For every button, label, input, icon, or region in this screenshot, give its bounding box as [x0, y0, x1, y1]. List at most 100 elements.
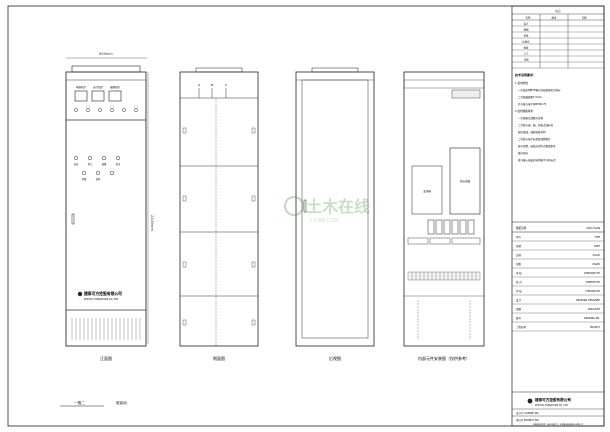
indicator-2: [86, 108, 90, 112]
bottom-caption: 一拖二 软启动: [60, 400, 127, 407]
front-button-7: [109, 170, 115, 176]
front-button-label-4: 复位: [116, 162, 121, 166]
rev-row-5: 批准: [524, 46, 529, 50]
inner-top-rail: [403, 79, 485, 89]
side-view: A B C 侧面图: [179, 67, 259, 361]
front-company-logo: [77, 291, 83, 297]
back-view-label: 后视图: [329, 355, 341, 361]
rev-col-3: 日期: [582, 16, 587, 20]
tb-row-1-en: TYPE: [594, 236, 600, 239]
rev-row-4: 标准化: [522, 40, 530, 44]
inner-softstarter-label: 软启动器: [460, 179, 471, 183]
indicator-1: [74, 108, 78, 112]
back-door-handle: [303, 199, 307, 213]
back-cabinet: [295, 71, 375, 347]
front-top-cap: [71, 65, 141, 73]
inner-relay: [451, 237, 481, 245]
front-vent-panel: [65, 309, 147, 347]
side-cabinet: [179, 71, 259, 347]
inner-contactor-1: [407, 237, 429, 245]
tb-row-7-en: CHECKED BY: [585, 290, 600, 293]
tb-footer-note: 本图纸版权所有，未经书面许可，不得擅自复制或转让给第三方: [533, 422, 584, 426]
tb-row-1-cn: 型号: [516, 235, 522, 239]
side-tag-c: C: [225, 83, 227, 87]
inner-transformer-label: 变压器: [423, 189, 431, 193]
tb-row-4-en: PAGES: [593, 263, 601, 266]
note-line-4: 信号线与端子排BVR0.75: [518, 102, 547, 106]
caption-right: 软启动: [116, 400, 127, 405]
indicator-6: [134, 108, 138, 112]
inner-cabinet: [403, 71, 485, 347]
watermark-text-en: COI88.COM: [310, 218, 339, 224]
note-line-6: 一次线路走线整齐美观: [518, 116, 544, 120]
inner-transformer: [411, 165, 443, 215]
note-line-3: 二次线截面积1.5mm: [518, 95, 542, 99]
inner-view: 软启动器 变压器 内部元件安装图（仅供参考）: [403, 71, 485, 361]
indicator-3: [98, 108, 102, 112]
meter-label-3: 故障指示: [110, 85, 121, 89]
side-top-cap: [195, 67, 243, 73]
rev-col-1: 名称: [526, 16, 531, 20]
tb-row-8-cn: 设 计: [516, 298, 522, 302]
tb-row-5-en: APPROVED BY: [584, 272, 601, 275]
front-button-label-5: 旁路: [82, 177, 87, 181]
tb-company-en: ZHUHAI TONGHUAN CO.,LTD: [535, 404, 568, 407]
note-line-8: 规范接线，线颜色要分明: [518, 130, 546, 134]
rev-row-3: 审核: [524, 34, 529, 38]
notes-title: 技术说明要求：: [515, 72, 536, 77]
tb-row-7-cn: 复 核: [516, 289, 522, 293]
tb-row-9-cn: 绘图: [516, 307, 522, 311]
tb-row-3-en: SCALE: [593, 254, 601, 257]
front-button-label-3: 故障: [102, 162, 107, 166]
tb-drawing-title-label: 图纸名称: [516, 226, 527, 230]
side-tag-a: A: [198, 83, 201, 87]
tb-row-8-en: DRAWING DESIGNED: [576, 299, 600, 302]
front-button-6: [95, 170, 101, 176]
watermark-logo-icon: [284, 196, 304, 216]
note-line-12: 盘号输入端设有接地端子号码标识: [518, 158, 556, 162]
front-dim-top: 800mm: [99, 52, 113, 56]
meter-1: [74, 90, 88, 102]
front-button-1: [73, 155, 79, 161]
tb-row-2-en: DATE: [594, 245, 601, 248]
inner-terminal-strip: [407, 271, 481, 281]
meter-label-1: 电源指示: [76, 85, 87, 89]
inner-view-label: 内部元件安装图（仅供参考）: [418, 355, 470, 361]
note-line-10: 线号清楚，接线方式符合图纸要求: [518, 144, 556, 148]
side-view-label: 侧面图: [213, 355, 225, 361]
front-company-cn: 捷泰可方控股有限公司: [83, 291, 122, 296]
tb-company-cn: 捷泰可方控股有限公司: [535, 397, 571, 402]
tb-row-6-en: VERIFIED BY: [586, 281, 601, 284]
front-door-handle: [71, 213, 75, 225]
watermark-text-cn: 土木在线: [306, 197, 370, 216]
front-button-label-6: 急停: [96, 177, 101, 181]
rev-row-7: 日期: [524, 58, 529, 62]
tb-project: 项目号 PROJECT NO.: [516, 418, 540, 422]
front-dim-side: 2200mm: [150, 215, 154, 231]
front-button-label-1: 启动: [74, 162, 79, 166]
side-mount-holes: [182, 127, 256, 326]
tb-row-3-cn: 比例: [516, 253, 522, 257]
tb-row-11-en: PROJECT: [590, 326, 601, 329]
tb-row-2-cn: 日期: [516, 244, 522, 248]
caption-left: 一拖二: [74, 400, 85, 405]
rev-row-1: 设计: [524, 22, 529, 26]
note-line-9: 二次线与端子标签要清楚整齐: [518, 137, 551, 141]
tb-row-10-en: DRAWING NO.: [584, 317, 600, 320]
tb-row-10-cn: 图号: [516, 316, 522, 320]
tb-row-11-cn: 工程名称: [516, 325, 527, 329]
note-line-7: 二次线与端、箱、底板走线标准: [518, 123, 554, 127]
rev-col-2: 版本: [552, 16, 557, 20]
front-company-en: ZHUHAI TONGHUAN CO.,LTD: [84, 298, 118, 301]
tb-row-5-cn: 审 核: [516, 271, 522, 275]
front-button-label-2: 停止: [88, 162, 93, 166]
front-button-3: [101, 155, 107, 161]
tb-row-4-cn: 页数: [516, 262, 522, 266]
front-button-4: [115, 155, 121, 161]
front-cabinet: [65, 71, 147, 347]
meter-3: [108, 90, 122, 102]
inner-contactor-2: [429, 237, 451, 245]
indicator-4: [110, 108, 114, 112]
front-button-2: [87, 155, 93, 161]
